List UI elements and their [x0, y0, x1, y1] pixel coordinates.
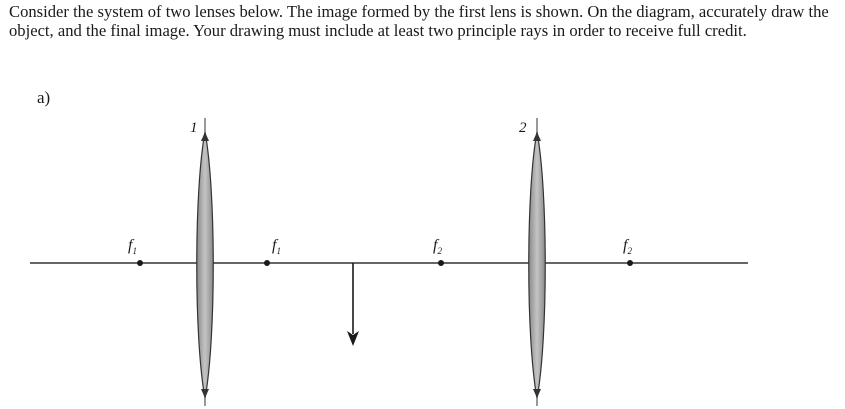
- intermediate-image-arrow: [347, 263, 359, 346]
- lens-1-label: 1: [190, 120, 198, 136]
- lens-1: [196, 118, 214, 406]
- focal-point-f2-left: [438, 260, 444, 266]
- focal-label-f1-left: f1: [128, 237, 137, 256]
- focal-point-f1-left: [137, 260, 143, 266]
- lens-2: [528, 118, 546, 406]
- focal-label-f2-right: f2: [623, 237, 632, 256]
- focal-label-f2-left: f2: [433, 237, 442, 256]
- focal-point-f1-right: [264, 260, 270, 266]
- lens-2-label: 2: [519, 120, 527, 136]
- focal-point-f2-right: [627, 260, 633, 266]
- question-text: Consider the system of two lenses below.…: [9, 2, 829, 40]
- focal-label-f1-right: f1: [272, 237, 281, 256]
- part-label: a): [37, 88, 51, 107]
